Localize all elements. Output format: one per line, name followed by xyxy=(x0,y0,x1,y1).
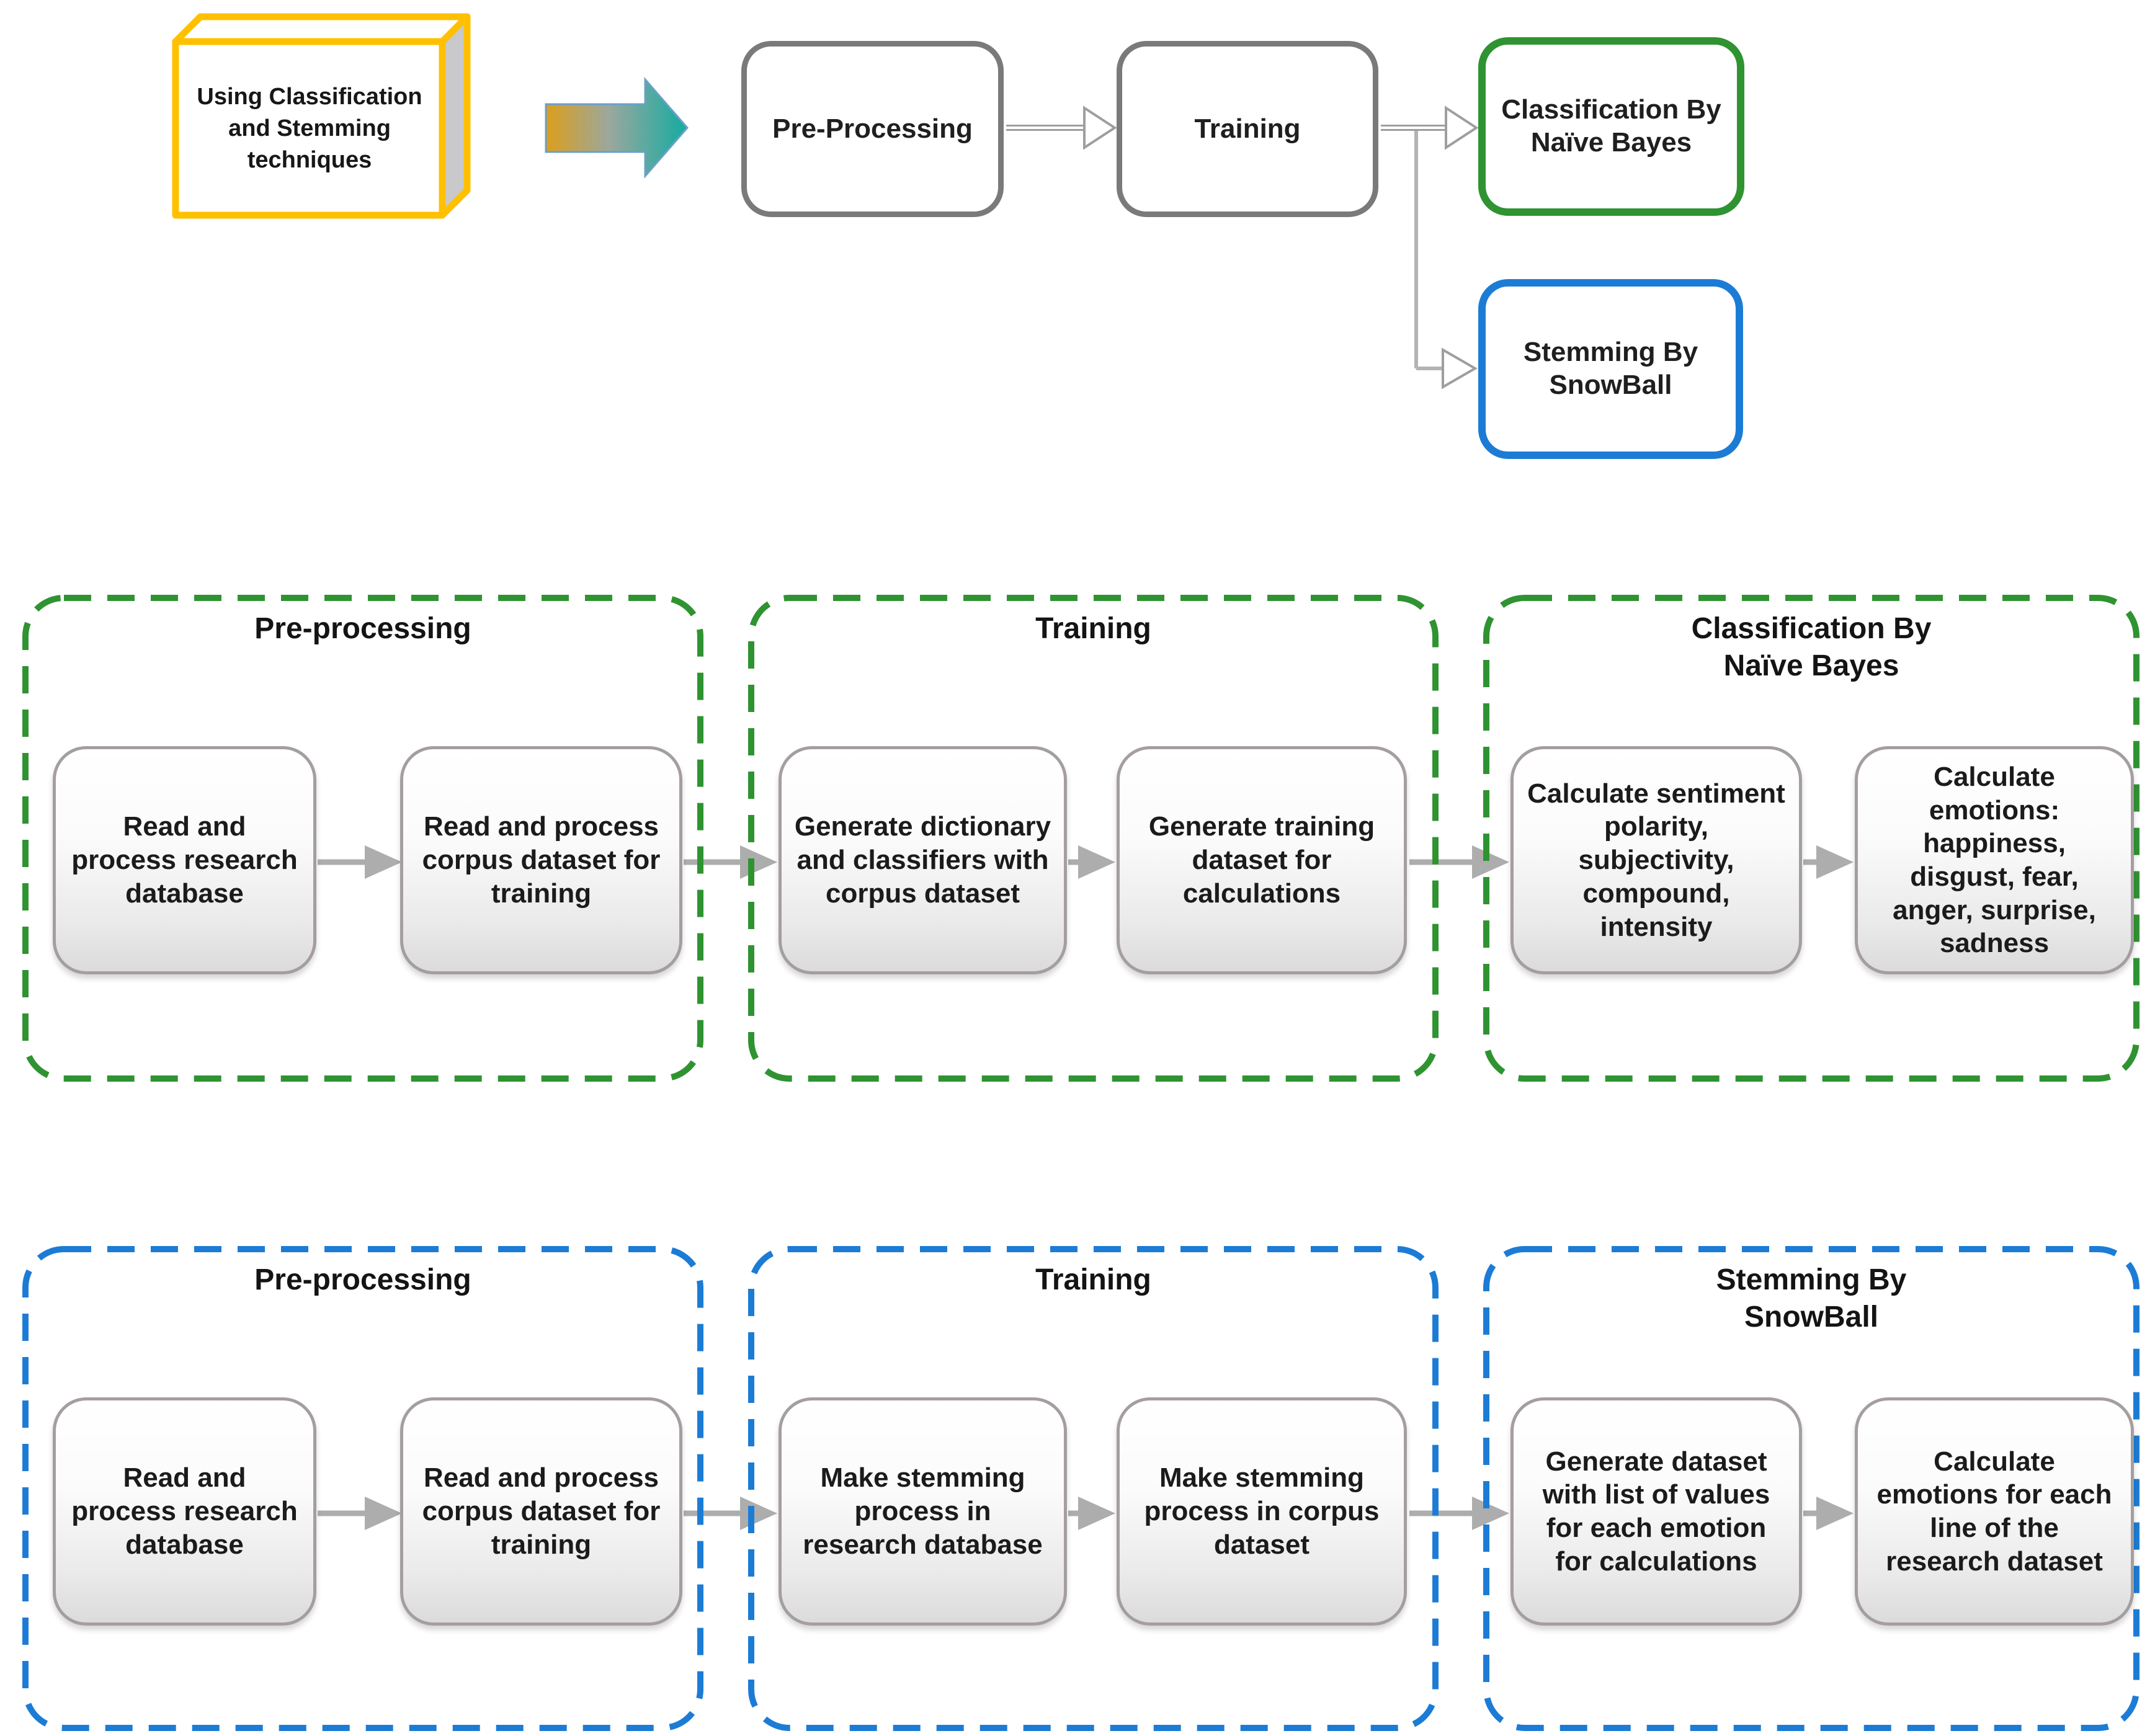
section-sb-training: Training Make stemming process in resear… xyxy=(747,1245,1439,1732)
section-sb-stemming: Stemming By SnowBall Generate dataset wi… xyxy=(1483,1245,2140,1732)
step-read-research-db: Read and process research database xyxy=(53,1397,316,1626)
blue-dashed-border xyxy=(748,1246,1439,1731)
section-title: Classification By Naïve Bayes xyxy=(1691,612,1932,682)
section-nb-classification: Classification By Naïve Bayes Calculate … xyxy=(1483,594,2140,1082)
step-read-corpus-dataset: Read and process corpus dataset for trai… xyxy=(400,1397,682,1626)
step-generate-dictionary: Generate dictionary and classifiers with… xyxy=(779,746,1067,974)
node-training: Training xyxy=(1117,41,1378,217)
section-nb-preprocessing: Pre-processing Read and process research… xyxy=(22,594,704,1082)
blue-dashed-border xyxy=(22,1246,703,1731)
step-generate-emotion-values: Generate dataset with list of values for… xyxy=(1510,1397,1802,1626)
green-dashed-border xyxy=(1483,595,2139,1082)
section-nb-training: Training Generate dictionary and classif… xyxy=(747,594,1439,1082)
step-calculate-line-emotions: Calculate emotions for each line of the … xyxy=(1855,1397,2134,1626)
source-cube-label: Using Classification and Stemming techni… xyxy=(197,83,422,174)
step-stemming-research-db: Make stemming process in research databa… xyxy=(779,1397,1067,1626)
section-title: Training xyxy=(1035,612,1151,645)
connector-training-classification xyxy=(1381,105,1479,150)
step-calculate-sentiment: Calculate sentiment polarity, subjectivi… xyxy=(1510,746,1802,974)
node-classification-naive-bayes: Classification By Naïve Bayes xyxy=(1478,37,1744,216)
green-dashed-border xyxy=(748,595,1439,1082)
source-cube-icon xyxy=(172,13,471,219)
connector-training-stemming xyxy=(1414,131,1478,389)
step-stemming-corpus-dataset: Make stemming process in corpus dataset xyxy=(1117,1397,1407,1626)
nb-row-arrows xyxy=(318,845,1854,879)
section-title: Pre-processing xyxy=(254,612,471,645)
node-stemming-snowball: Stemming By SnowBall xyxy=(1478,279,1743,459)
step-read-corpus-dataset: Read and process corpus dataset for trai… xyxy=(400,746,682,974)
section-title: Training xyxy=(1035,1263,1151,1296)
step-generate-training-dataset: Generate training dataset for calculatio… xyxy=(1117,746,1407,974)
section-title: Pre-processing xyxy=(254,1263,471,1296)
step-calculate-emotions: Calculate emotions: happiness, disgust, … xyxy=(1855,746,2134,974)
blue-dashed-border xyxy=(1483,1246,2139,1731)
step-read-research-db: Read and process research database xyxy=(53,746,316,974)
connector-preprocessing-training xyxy=(1006,105,1117,150)
section-title: Stemming By SnowBall xyxy=(1716,1263,1907,1333)
section-sb-preprocessing: Pre-processing Read and process research… xyxy=(22,1245,704,1732)
node-pre-processing: Pre-Processing xyxy=(741,41,1004,217)
gradient-arrow-icon xyxy=(545,76,689,179)
